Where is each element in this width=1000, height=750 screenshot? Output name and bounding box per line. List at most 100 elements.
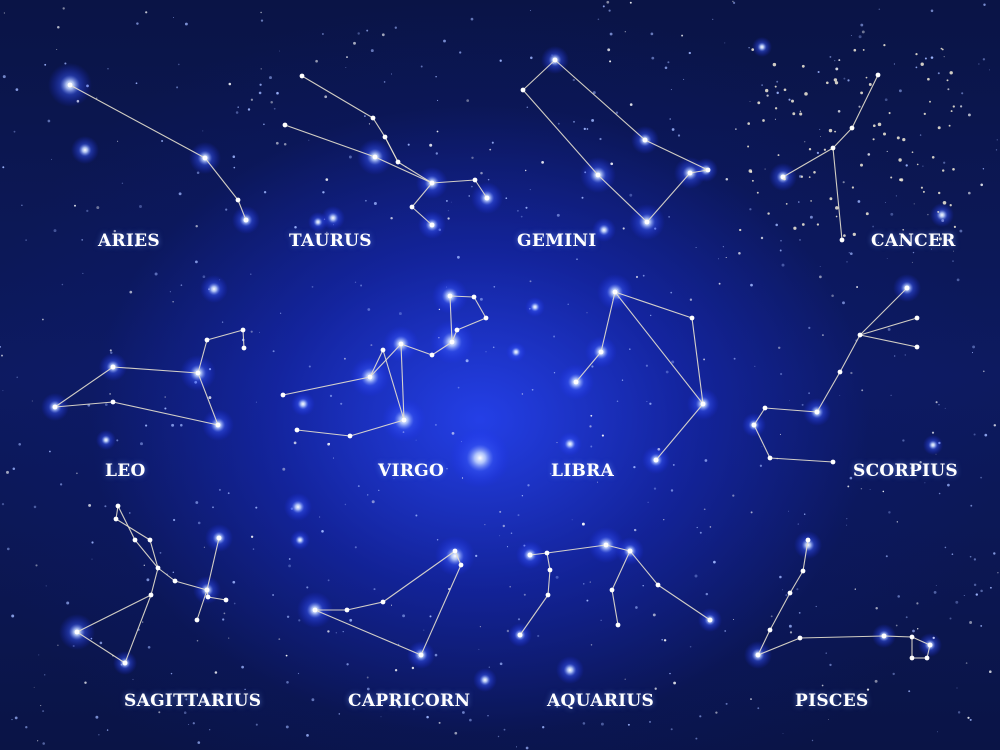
background-star: [888, 511, 891, 514]
background-star: [930, 248, 932, 250]
background-star: [661, 638, 664, 641]
virgo-line: [349, 419, 405, 437]
background-star: [969, 718, 972, 721]
background-star: [283, 142, 287, 146]
background-star: [285, 725, 289, 729]
background-star: [457, 255, 460, 259]
sagittarius-star: [194, 617, 200, 623]
taurus-star: [395, 159, 401, 165]
background-star: [516, 209, 519, 212]
capricorn-star-glow: [435, 536, 475, 576]
background-star: [506, 546, 509, 548]
background-star: [699, 715, 702, 718]
sagittarius-star-glow: [284, 493, 312, 521]
capricorn-star: [344, 607, 350, 613]
sagittarius-line: [117, 505, 136, 541]
libra-star-glow: [506, 342, 526, 362]
background-star: [688, 51, 691, 55]
background-star: [782, 589, 784, 591]
background-star: [642, 584, 644, 587]
background-star: [993, 552, 996, 555]
background-star: [581, 522, 585, 526]
background-star: [237, 106, 239, 108]
cancer-cluster-star: [927, 77, 930, 81]
taurus-line: [384, 136, 399, 163]
background-star: [672, 463, 675, 466]
background-star: [591, 118, 595, 122]
sagittarius-star: [172, 578, 178, 584]
background-star: [724, 630, 727, 632]
background-star: [437, 99, 439, 101]
background-star: [556, 705, 559, 708]
background-star: [717, 258, 719, 260]
cancer-line: [832, 147, 843, 241]
taurus-star: [372, 154, 378, 160]
background-star: [803, 513, 806, 515]
background-star: [896, 521, 898, 523]
aquarius-line: [547, 569, 551, 596]
background-star: [912, 251, 915, 254]
background-star: [882, 490, 885, 493]
scorpius-line: [859, 334, 918, 348]
background-star: [503, 728, 506, 731]
background-star: [517, 514, 520, 517]
background-star: [57, 644, 59, 647]
virgo-line: [382, 349, 405, 421]
scorpius-star: [751, 422, 757, 428]
background-star: [645, 364, 649, 367]
sagittarius-line: [115, 518, 151, 541]
background-star: [978, 63, 980, 65]
taurus-star: [282, 122, 288, 128]
background-star: [779, 433, 781, 435]
background-star: [749, 208, 752, 211]
label-gemini: GEMINI: [517, 231, 597, 251]
scorpius-star: [830, 459, 836, 465]
background-star: [450, 201, 452, 203]
aquarius-line: [546, 544, 607, 554]
virgo-star: [294, 427, 300, 433]
background-star: [373, 588, 376, 591]
background-star: [364, 115, 366, 117]
background-star: [202, 130, 204, 132]
background-star: [760, 236, 764, 240]
background-star: [924, 234, 926, 236]
background-star: [16, 376, 18, 379]
background-star: [169, 291, 171, 293]
background-star: [202, 275, 206, 279]
background-star: [529, 280, 532, 283]
cancer-cluster-star: [937, 126, 941, 130]
background-star: [624, 31, 626, 33]
background-star: [197, 741, 201, 744]
gemini-star: [642, 137, 648, 143]
background-star: [915, 66, 918, 69]
background-star: [402, 614, 406, 618]
cancer-cluster-star: [949, 71, 953, 75]
background-star: [344, 503, 347, 506]
cancer-cluster-star: [872, 138, 875, 141]
pisces-line: [757, 629, 771, 656]
background-star: [811, 739, 814, 742]
background-star: [996, 139, 998, 141]
background-star: [489, 148, 492, 151]
gemini-star: [687, 170, 693, 176]
background-star: [715, 711, 718, 714]
virgo-line: [456, 317, 487, 331]
background-star: [989, 586, 992, 589]
background-star: [357, 32, 360, 35]
leo-line: [206, 329, 244, 341]
background-star: [235, 111, 239, 114]
libra-star-glow: [558, 432, 582, 456]
leo-star: [110, 399, 116, 405]
cancer-cluster-star: [816, 223, 820, 226]
background-star: [381, 33, 385, 37]
background-star: [971, 352, 974, 354]
background-star: [913, 203, 915, 205]
background-star: [321, 33, 324, 35]
leo-star: [52, 404, 58, 410]
background-star: [982, 58, 986, 61]
taurus-line: [431, 179, 476, 184]
capricorn-star: [452, 548, 458, 554]
gemini-line: [522, 89, 599, 176]
cancer-cluster-star: [804, 92, 808, 96]
cancer-cluster-star: [942, 169, 945, 172]
